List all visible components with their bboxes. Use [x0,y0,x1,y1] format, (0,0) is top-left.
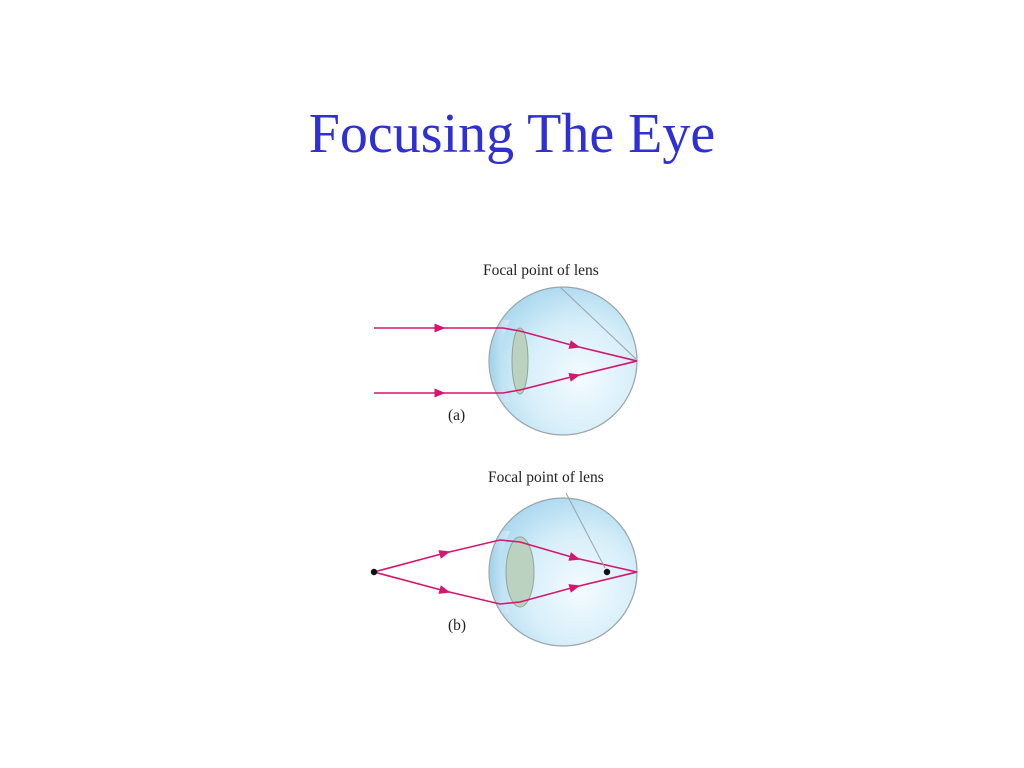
ray-top-b [444,539,581,561]
focal-point-label-b: Focal point of lens [488,469,604,486]
focal-point-dot-b [603,568,611,576]
diverging-ray-bottom-b [373,571,451,594]
eyeball-a [488,286,638,436]
ray-bottom-a [440,373,581,394]
focal-point-label-a: Focal point of lens [483,262,599,279]
cornea-a [490,320,510,402]
lens-b [505,536,535,608]
lens-a [511,327,529,395]
part-label-a: (a) [448,407,465,424]
focal-leader-line-b [565,492,606,569]
ray-top-a [440,327,581,349]
diverging-ray-top-b [373,550,451,573]
cornea-b [490,531,510,613]
light-rays-b [373,539,638,605]
slide-title: Focusing The Eye [308,103,716,165]
focal-leader-line-a [559,286,637,360]
eye-diagram-b: Focal point of lens (b) [370,469,638,647]
light-rays-a [374,323,638,398]
ray-bottom-b [444,584,581,605]
part-label-b: (b) [448,617,466,634]
eye-diagram-a: Focal point of lens (a) [374,262,638,436]
object-point-b [370,568,378,576]
